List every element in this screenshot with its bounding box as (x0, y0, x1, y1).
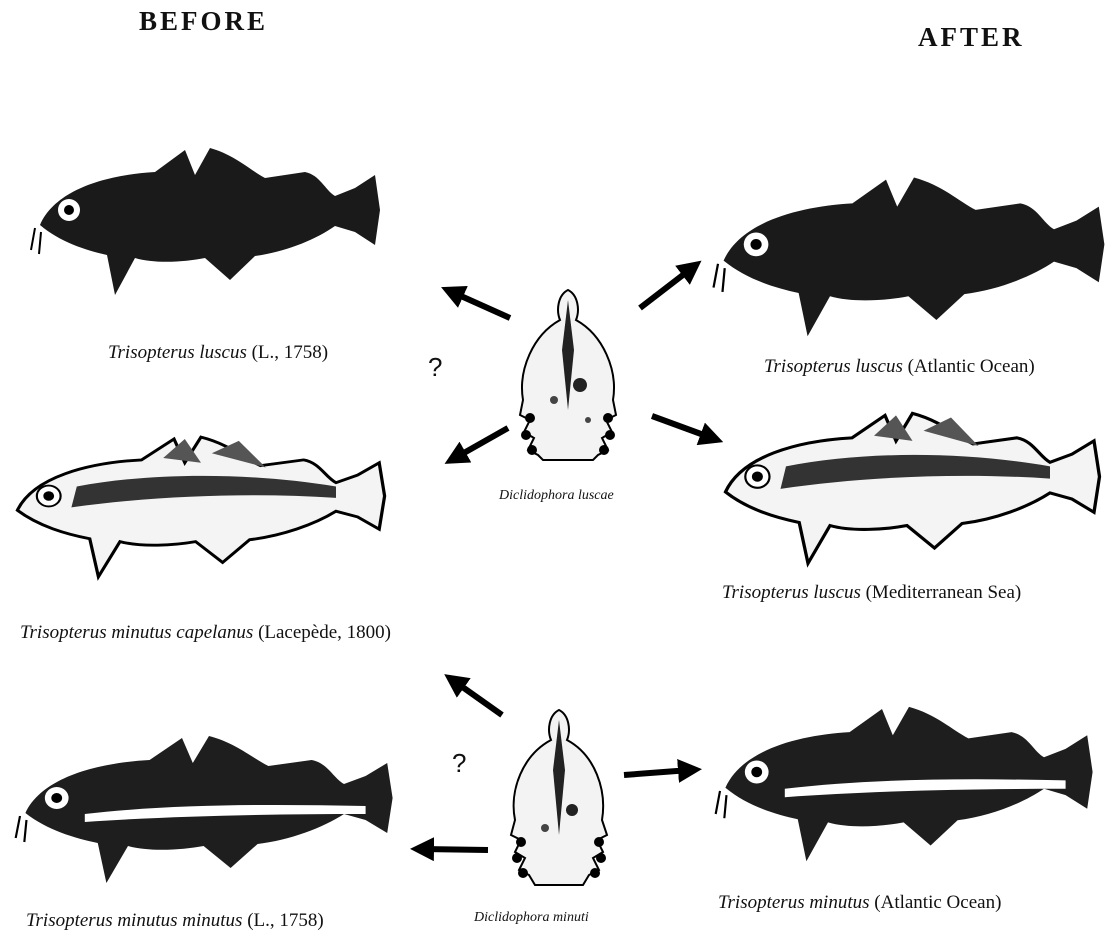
species-name: Trisopterus luscus (108, 342, 247, 363)
question-mark-lower: ? (452, 748, 466, 779)
after-header: AFTER (918, 22, 1025, 53)
species-name: Trisopterus luscus (722, 582, 861, 603)
question-mark-upper: ? (428, 352, 442, 383)
authority: (L., 1758) (247, 910, 324, 931)
arrow-luscae-to-before-top (452, 292, 510, 318)
arrow-minuti-to-before-bottom (422, 849, 488, 850)
arrow-luscae-to-after-top (640, 268, 692, 308)
caption-before-middle: Trisopterus minutus capelanus (Lacepède,… (20, 622, 391, 644)
caption-after-bottom: Trisopterus minutus (Atlantic Ocean) (718, 892, 1001, 914)
parasite-minuti-label: Diclidophora minuti (474, 910, 589, 926)
caption-before-bottom: Trisopterus minutus minutus (L., 1758) (26, 910, 324, 932)
fish-before-bottom (16, 736, 393, 883)
authority: (Lacepède, 1800) (258, 622, 391, 643)
arrow-minuti-to-after-bottom (624, 770, 690, 775)
species-name: Trisopterus minutus minutus (26, 910, 242, 931)
caption-after-top: Trisopterus luscus (Atlantic Ocean) (764, 356, 1035, 378)
parasite-luscae-drawing (520, 290, 616, 460)
locality: (Atlantic Ocean) (874, 892, 1001, 913)
locality: (Mediterranean Sea) (866, 582, 1022, 603)
arrow-minuti-to-before-middle (454, 681, 502, 715)
fish-before-top (31, 148, 380, 295)
fish-after-top (714, 177, 1105, 336)
parasite-minuti-drawing (511, 710, 607, 885)
arrow-luscae-to-before-middle (455, 428, 508, 458)
fish-after-middle (726, 413, 1100, 563)
species-name: Trisopterus minutus (718, 892, 870, 913)
fish-after-bottom (716, 707, 1093, 861)
caption-after-middle: Trisopterus luscus (Mediterranean Sea) (722, 582, 1021, 604)
locality: (Atlantic Ocean) (908, 356, 1035, 377)
before-header: BEFORE (139, 6, 268, 37)
species-name: Trisopterus luscus (764, 356, 903, 377)
arrow-luscae-to-after-middle (652, 416, 712, 438)
authority: (L., 1758) (252, 342, 329, 363)
species-name: Trisopterus minutus capelanus (20, 622, 253, 643)
parasite-luscae-label: Diclidophora luscae (499, 488, 614, 504)
caption-before-top: Trisopterus luscus (L., 1758) (108, 342, 328, 364)
fish-before-middle (17, 437, 384, 577)
